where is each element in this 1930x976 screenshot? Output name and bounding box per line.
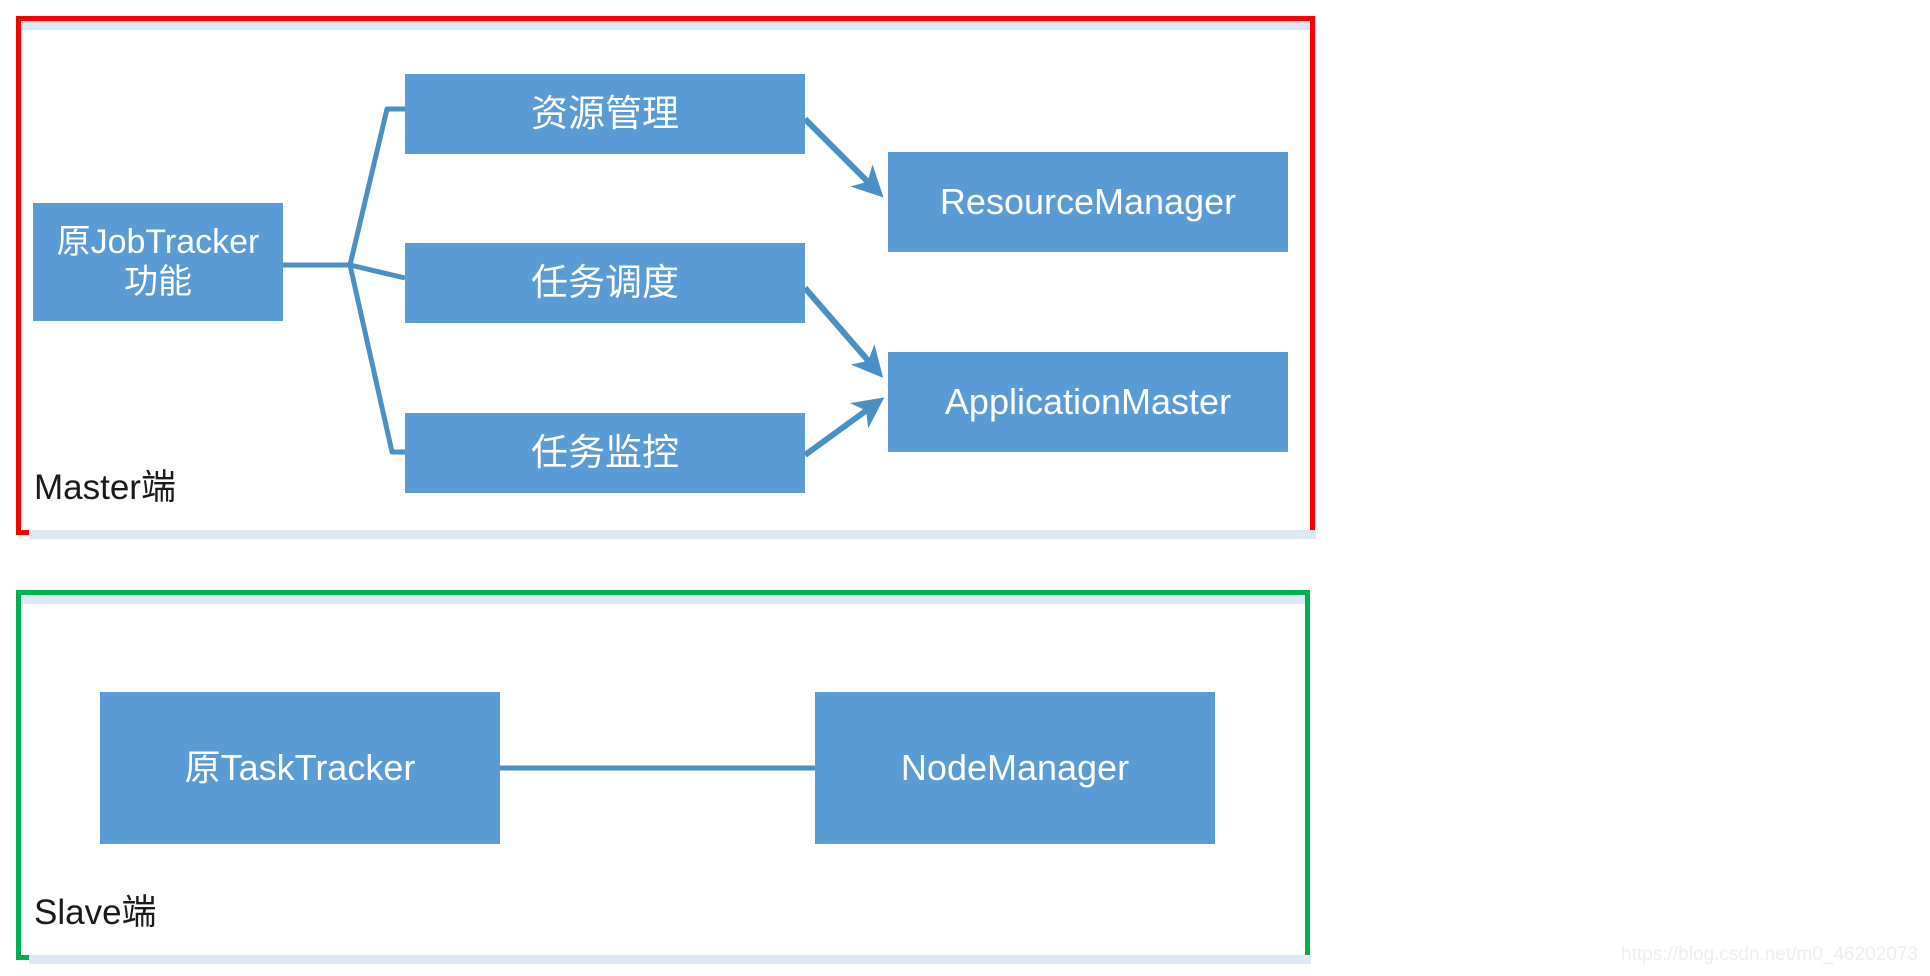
frame-bottom-shade [29, 955, 1311, 964]
watermark-text: https://blog.csdn.net/m0_46202073 [1621, 944, 1918, 965]
frame-top-shade [21, 595, 1305, 604]
master-group-label: Master端 [34, 468, 176, 507]
node-applicationmaster[interactable]: ApplicationMaster [888, 352, 1294, 460]
node-jobtracker[interactable]: 原JobTracker 功能 [33, 203, 289, 329]
node-tasktracker[interactable]: 原TaskTracker [100, 692, 506, 852]
slave-group-label: Slave端 [34, 893, 157, 932]
node-task-scheduling[interactable]: 任务调度 [405, 243, 811, 331]
frame-bottom-shade [29, 530, 1316, 539]
node-resource-management[interactable]: 资源管理 [405, 74, 811, 162]
node-resourcemanager[interactable]: ResourceManager [888, 152, 1294, 260]
node-nodemanager[interactable]: NodeManager [815, 692, 1221, 852]
node-task-monitoring[interactable]: 任务监控 [405, 413, 811, 501]
frame-top-shade [21, 21, 1310, 30]
